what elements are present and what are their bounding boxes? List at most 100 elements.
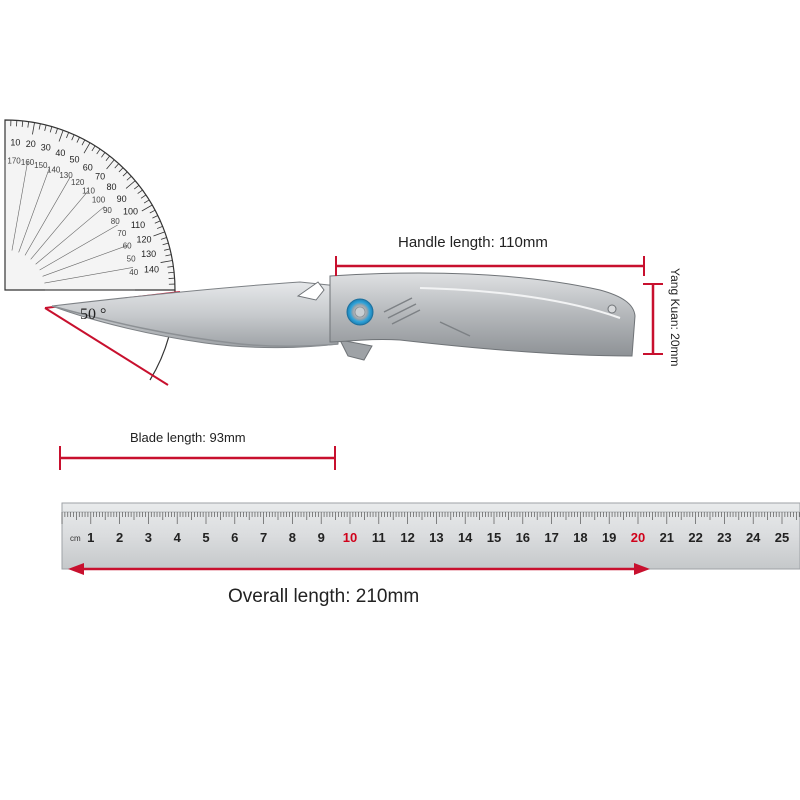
knife-blade <box>51 281 339 349</box>
protractor-tick <box>71 134 75 141</box>
handle-bevel-line <box>419 287 621 319</box>
handle-screw-icon <box>607 304 617 314</box>
protractor-inner-number: 160 <box>21 158 35 167</box>
ruler-number: 10 <box>343 530 357 545</box>
protractor-inner-number: 60 <box>123 242 132 251</box>
protractor-outer-number: 80 <box>106 182 116 192</box>
protractor-tick <box>58 130 64 142</box>
protractor-tick <box>91 145 96 152</box>
ruler-number: 8 <box>289 530 296 545</box>
ruler-number: 1 <box>87 530 94 545</box>
protractor-tick <box>105 155 110 162</box>
protractor-tick <box>168 271 175 274</box>
protractor-tick <box>32 122 35 135</box>
ruler-number: 17 <box>544 530 558 545</box>
protractor-tick <box>162 242 169 246</box>
protractor-outer-number: 120 <box>137 234 152 244</box>
protractor-tick <box>101 152 106 158</box>
protractor-body <box>4 119 176 291</box>
ruler-number: 21 <box>660 530 674 545</box>
protractor-ray <box>11 161 28 251</box>
protractor-tick <box>81 139 86 146</box>
protractor-tick <box>76 137 80 143</box>
protractor-outer-number: 50 <box>69 154 79 164</box>
protractor-tick <box>137 189 143 194</box>
width-dimension <box>643 283 663 355</box>
protractor-outer-number: 110 <box>131 220 145 230</box>
protractor-tick <box>164 248 171 251</box>
protractor-tick <box>114 163 120 169</box>
protractor-inner-number: 130 <box>59 171 73 180</box>
protractor-inner-number: 120 <box>71 178 85 187</box>
arrow-right-icon <box>634 563 650 575</box>
width-label: Yang Kuan: 20mm <box>668 268 682 367</box>
ruler-number: 11 <box>372 530 386 545</box>
protractor-inner-number: 150 <box>34 161 48 170</box>
protractor-outer-number: 70 <box>95 172 105 182</box>
protractor-ray <box>18 167 50 253</box>
handle-dimension <box>335 256 645 276</box>
protractor-tick <box>160 237 167 240</box>
overall-length-label: Overall length: 210mm <box>228 586 420 607</box>
protractor-tick <box>55 128 58 135</box>
protractor-tick <box>125 180 136 189</box>
protractor-outer-number: 130 <box>141 249 156 259</box>
ruler-number: 6 <box>231 530 238 545</box>
angle-line-lower <box>44 307 169 386</box>
ruler-number: 5 <box>202 530 209 545</box>
ruler-number: 2 <box>116 530 123 545</box>
protractor-outer-number: 30 <box>41 143 51 153</box>
ruler-number: 4 <box>174 530 182 545</box>
blade-length-label: Blade length: 93mm <box>130 430 246 445</box>
protractor-tick <box>165 254 172 257</box>
protractor-outer-number: 40 <box>55 148 65 158</box>
protractor-inner-number: 140 <box>47 165 61 174</box>
protractor-tick <box>140 194 147 199</box>
protractor-ray <box>39 224 118 271</box>
protractor-outer-number: 60 <box>83 162 93 172</box>
protractor-tick <box>21 120 24 127</box>
protractor-tick <box>96 148 101 155</box>
overall-dimension <box>68 563 650 575</box>
protractor-outer-number: 100 <box>123 207 138 217</box>
ruler-number: 25 <box>775 530 789 545</box>
ruler-number: 22 <box>688 530 702 545</box>
ruler-number: 12 <box>400 530 414 545</box>
protractor-tick <box>106 159 115 170</box>
protractor-tick <box>44 124 47 131</box>
protractor-tick <box>133 185 140 190</box>
ruler-number: 13 <box>429 530 443 545</box>
protractor-outer-number: 90 <box>117 194 127 204</box>
arrow-left-icon <box>68 563 84 575</box>
ruler-number: 14 <box>458 530 473 545</box>
protractor-tick <box>83 142 91 154</box>
protractor-tick <box>118 167 124 173</box>
blade-flipper <box>339 339 373 361</box>
knife <box>51 272 636 361</box>
protractor-outer-number: 10 <box>10 137 20 147</box>
ruler-number: 15 <box>487 530 501 545</box>
ruler-number: 23 <box>717 530 731 545</box>
ruler-ticks <box>61 512 800 524</box>
protractor-tick <box>153 231 165 237</box>
protractor-tick <box>149 209 156 214</box>
ruler-number: 19 <box>602 530 616 545</box>
protractor-ray <box>44 267 134 284</box>
handle-length-label: Handle length: 110mm <box>398 234 548 251</box>
protractor-tick <box>27 121 30 128</box>
ruler-unit-label: cm <box>70 534 81 543</box>
ruler-body <box>61 502 800 570</box>
protractor-inner-number: 70 <box>117 229 126 238</box>
protractor-ray <box>35 206 105 265</box>
handle-step <box>439 321 471 337</box>
protractor-inner-number: 100 <box>92 196 106 205</box>
protractor-tick <box>126 175 132 181</box>
protractor-tick <box>122 171 128 177</box>
protractor-inner-number: 170 <box>7 156 21 165</box>
ruler-number: 7 <box>260 530 267 545</box>
